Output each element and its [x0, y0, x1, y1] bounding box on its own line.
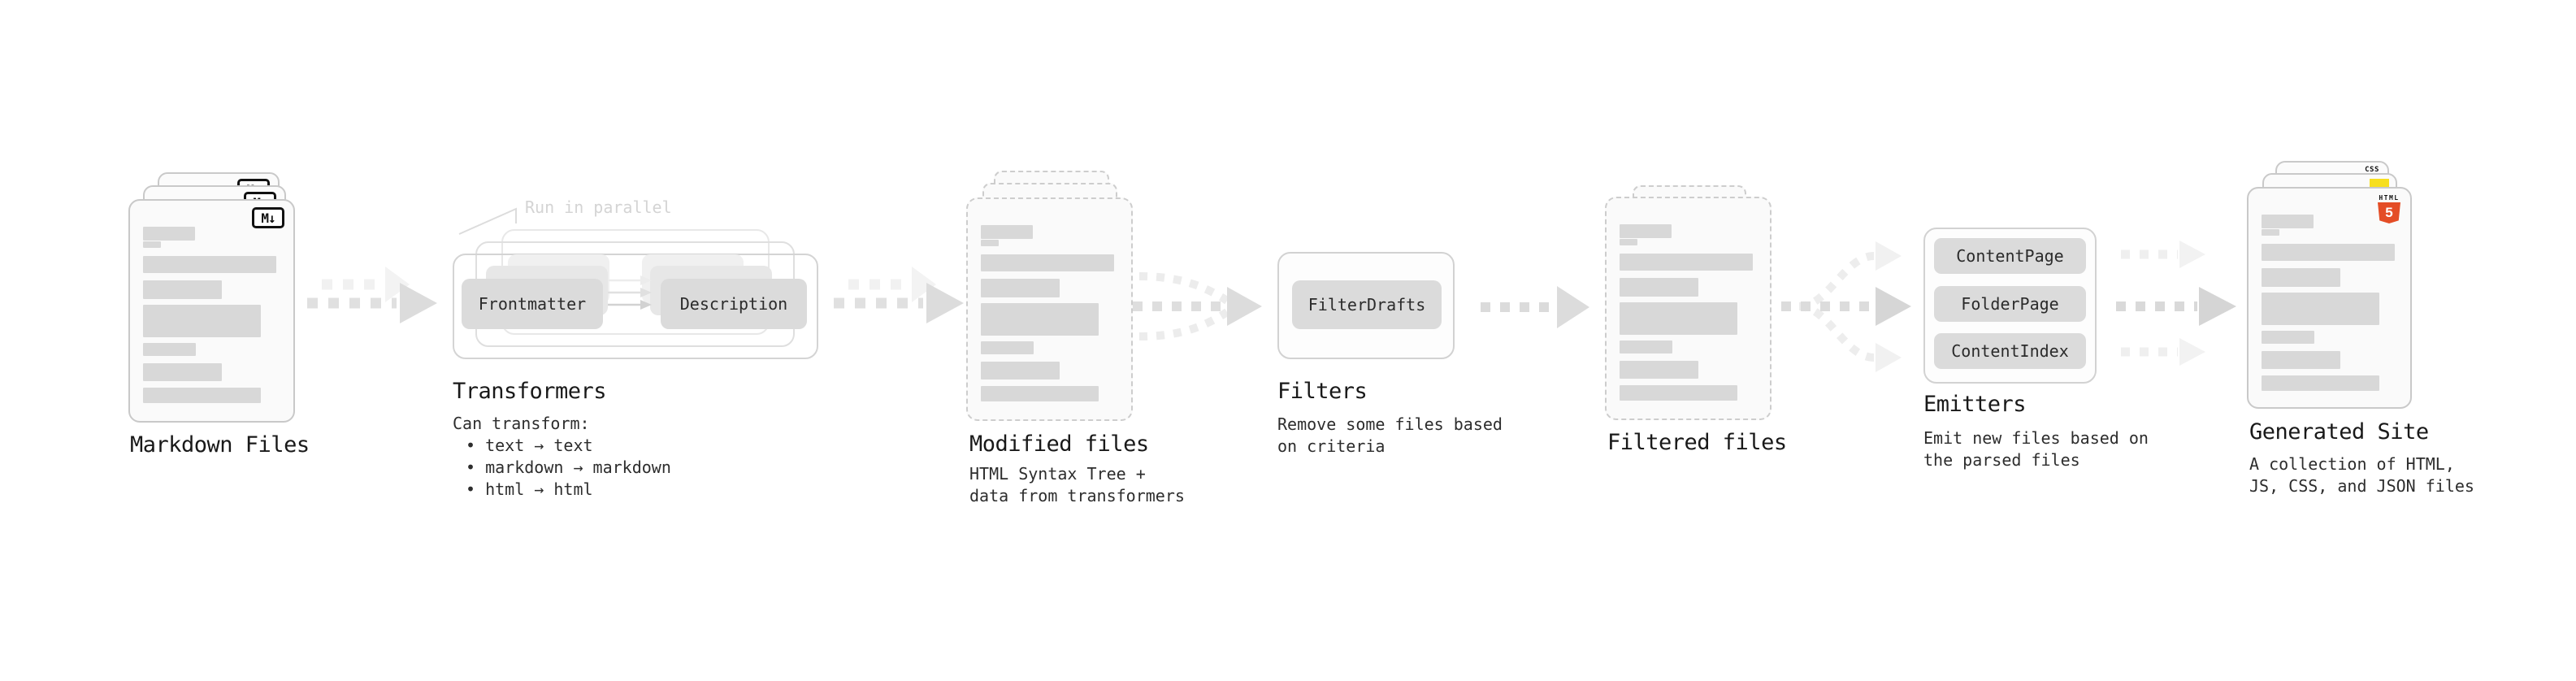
- caption-line: A collection of HTML,: [2249, 454, 2455, 474]
- caption-line: the parsed files: [1923, 450, 2080, 470]
- transformer-box-frontmatter: Frontmatter: [462, 279, 603, 329]
- content-placeholder-bars: [2262, 189, 2400, 391]
- emitter-box-contentpage: ContentPage: [1934, 238, 2086, 274]
- stage-label-transformers: Transformers: [453, 379, 607, 404]
- flow-arrow-filters-to-filtered: [1481, 286, 1589, 328]
- caption-line: HTML Syntax Tree +: [969, 464, 1146, 484]
- content-placeholder-bars: [981, 199, 1119, 401]
- flow-arrow-transformers-to-modified: [834, 267, 964, 323]
- markdown-file-card: M↓: [128, 199, 295, 423]
- stage-label-generated-site: Generated Site: [2249, 419, 2429, 445]
- run-in-parallel-callout: Run in parallel: [525, 197, 672, 217]
- filtered-file-card: [1605, 197, 1772, 420]
- stage-label-markdown-files: Markdown Files: [130, 432, 310, 458]
- html5-icon: HTML 5: [2377, 194, 2401, 223]
- stage-label-filters: Filters: [1277, 379, 1368, 404]
- stage-caption-generated-site: A collection of HTML, JS, CSS, and JSON …: [2249, 453, 2474, 497]
- stage-label-filtered-files: Filtered files: [1607, 430, 1787, 455]
- stage-caption-modified-files: HTML Syntax Tree + data from transformer…: [969, 463, 1185, 507]
- caption-line: Remove some files based: [1277, 414, 1503, 434]
- caption-line: JS, CSS, and JSON files: [2249, 476, 2474, 496]
- caption-line: on criteria: [1277, 436, 1386, 456]
- site-file-card: HTML 5: [2247, 187, 2412, 409]
- caption-line: Emit new files based on: [1923, 428, 2149, 448]
- transformer-layer-card-front: [453, 254, 818, 359]
- caption-line: data from transformers: [969, 486, 1185, 505]
- flow-arrows-emitters-to-site: [2116, 241, 2236, 366]
- filter-box-filterdrafts: FilterDrafts: [1292, 280, 1442, 329]
- callout-leader-line: [458, 207, 517, 235]
- parallel-step-arrows: [608, 275, 652, 310]
- markdown-icon: M↓: [252, 207, 284, 228]
- transformer-box-description: Description: [661, 279, 807, 329]
- flow-arrow-merge-modified-to-filters: [1133, 272, 1262, 340]
- flow-arrow-markdown-to-transformers: [307, 267, 437, 323]
- flow-arrow-fanout-filtered-to-emitters: [1781, 241, 1911, 372]
- content-placeholder-bars: [1620, 198, 1758, 401]
- caption-line: Can transform:: [453, 414, 590, 433]
- stage-caption-transformers: Can transform: • text → text • markdown …: [453, 413, 671, 501]
- modified-file-card: [966, 197, 1133, 421]
- stage-label-emitters: Emitters: [1923, 392, 2027, 417]
- emitter-box-folderpage: FolderPage: [1934, 286, 2086, 322]
- content-placeholder-bars: [143, 201, 281, 403]
- emitter-box-contentindex: ContentIndex: [1934, 333, 2086, 369]
- caption-bullet: • text → text: [466, 436, 593, 455]
- stage-caption-emitters: Emit new files based on the parsed files: [1923, 427, 2149, 471]
- stage-label-modified-files: Modified files: [969, 432, 1149, 457]
- caption-bullet: • markdown → markdown: [466, 458, 671, 477]
- stage-caption-filters: Remove some files based on criteria: [1277, 414, 1503, 458]
- caption-bullet: • html → html: [466, 479, 593, 499]
